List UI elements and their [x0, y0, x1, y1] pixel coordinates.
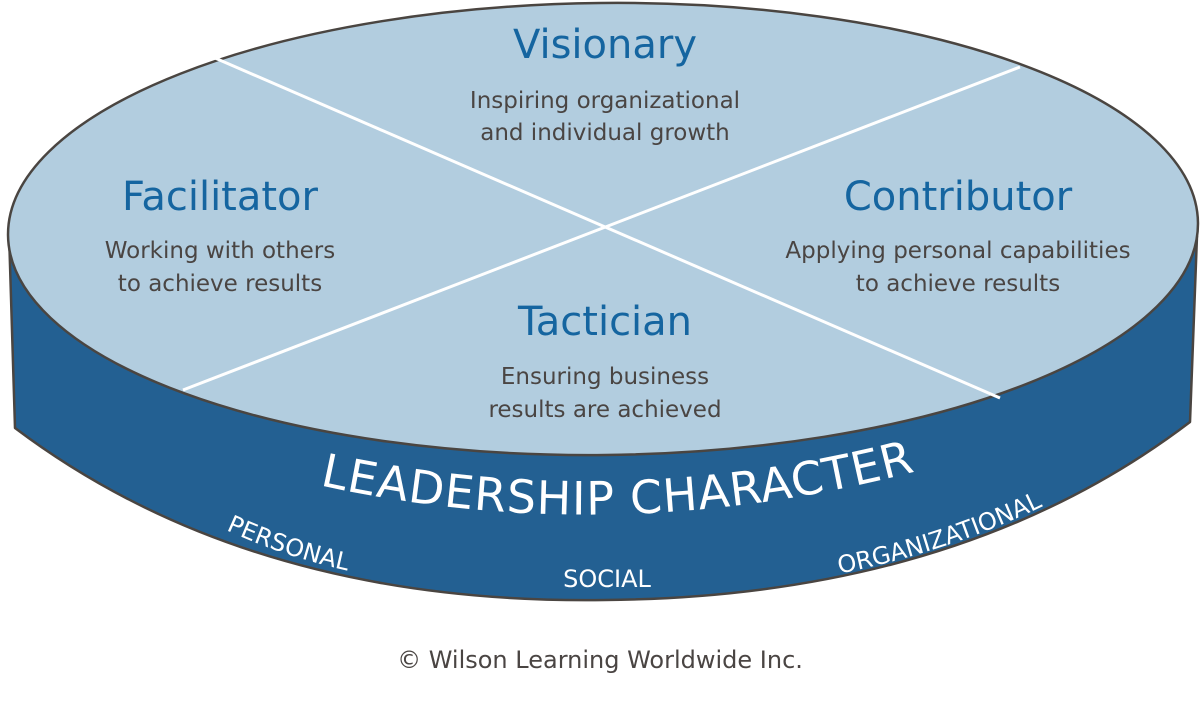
quadrant-tactician: Tactician Ensuring business results are …	[488, 299, 721, 423]
copyright-notice: © Wilson Learning Worldwide Inc.	[397, 646, 803, 674]
contributor-desc-line2: to achieve results	[856, 271, 1060, 297]
quadrant-contributor: Contributor Applying personal capabiliti…	[785, 174, 1130, 297]
tactician-title: Tactician	[517, 299, 692, 345]
visionary-title: Visionary	[513, 22, 697, 68]
quadrant-visionary: Visionary Inspiring organizational and i…	[470, 22, 740, 146]
divider-line-2	[182, 65, 1021, 392]
facilitator-desc-line1: Working with others	[105, 238, 335, 264]
tactician-desc-line2: results are achieved	[488, 397, 721, 423]
contributor-title: Contributor	[844, 174, 1073, 220]
quadrant-facilitator: Facilitator Working with others to achie…	[105, 174, 335, 297]
visionary-desc-line1: Inspiring organizational	[470, 88, 740, 114]
facilitator-desc-line2: to achieve results	[118, 271, 322, 297]
contributor-desc-line1: Applying personal capabilities	[785, 238, 1130, 264]
band-label-social: SOCIAL	[563, 565, 651, 593]
divider-line-1	[214, 56, 1001, 400]
facilitator-title: Facilitator	[122, 174, 319, 220]
visionary-desc-line2: and individual growth	[480, 120, 730, 146]
tactician-desc-line1: Ensuring business	[501, 364, 709, 390]
